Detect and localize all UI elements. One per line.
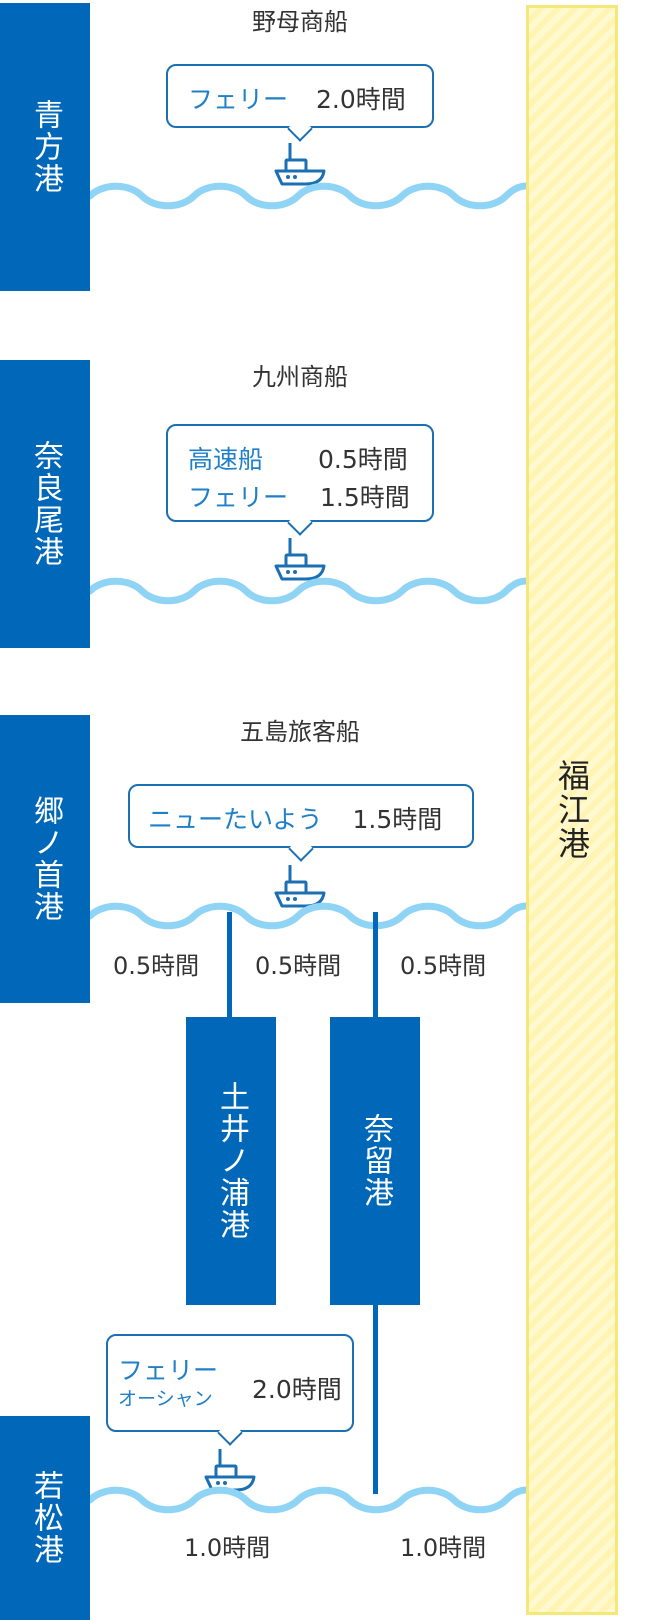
service-row: フェリー 1.5時間: [188, 478, 410, 514]
route-line: [227, 912, 232, 1018]
port-name: 青方港: [28, 99, 63, 195]
sea-wave: [90, 180, 526, 212]
service-subname: オーシャン: [118, 1388, 213, 1410]
company-name: 九州商船: [252, 363, 348, 391]
leg-time: 0.5時間: [113, 952, 200, 980]
sea-wave: [90, 575, 526, 607]
leg-time: 0.5時間: [255, 952, 342, 980]
port-aokata: 青方港: [0, 3, 90, 291]
hub-port-name: 福江港: [553, 759, 591, 861]
service-bubble: フェリー 2.0時間: [166, 64, 434, 128]
service-name: 高速船: [188, 445, 264, 474]
port-name: 郷ノ首港: [28, 795, 63, 923]
port-name: 奈留港: [358, 1113, 393, 1209]
service-name: ニューたいよう: [148, 805, 323, 834]
service-name: フェリー: [188, 483, 289, 512]
service-time: 0.5時間: [318, 445, 408, 474]
service-name-group: フェリー オーシャン: [118, 1356, 218, 1412]
service-bubble: フェリー オーシャン 2.0時間: [106, 1334, 354, 1432]
service-time: 1.5時間: [320, 483, 410, 512]
port-name: 奈良尾港: [28, 440, 63, 568]
company-name: 野母商船: [252, 8, 348, 36]
service-name: フェリー: [118, 1356, 219, 1385]
leg-time: 1.0時間: [400, 1534, 487, 1562]
service-row: 高速船 0.5時間: [188, 440, 408, 476]
service-time: 1.5時間: [352, 805, 443, 834]
route-line: [373, 912, 378, 1018]
service-row: フェリー 2.0時間: [188, 80, 406, 116]
service-row: 2.0時間: [252, 1370, 342, 1406]
port-name: 土井ノ浦港: [214, 1081, 249, 1241]
company-name: 五島旅客船: [240, 718, 360, 746]
service-name: フェリー: [188, 85, 289, 114]
service-bubble: 高速船 0.5時間 フェリー 1.5時間: [166, 424, 434, 522]
route-line: [373, 1304, 378, 1494]
service-time: 2.0時間: [252, 1375, 342, 1404]
service-time: 2.0時間: [316, 85, 406, 114]
leg-time: 0.5時間: [400, 952, 487, 980]
port-wakamatsu: 若松港: [0, 1416, 90, 1620]
leg-time: 1.0時間: [184, 1534, 271, 1562]
hub-port-fukue: 福江港: [526, 5, 618, 1615]
port-name: 若松港: [28, 1470, 63, 1566]
port-gonokubi: 郷ノ首港: [0, 715, 90, 1003]
sea-wave: [90, 1484, 526, 1516]
port-naraoe: 奈良尾港: [0, 360, 90, 648]
service-row: ニューたいよう 1.5時間: [148, 800, 442, 836]
port-naru: 奈留港: [330, 1017, 420, 1305]
port-tsuchinoura: 土井ノ浦港: [186, 1017, 276, 1305]
sea-wave: [90, 900, 526, 932]
service-bubble: ニューたいよう 1.5時間: [128, 784, 474, 848]
